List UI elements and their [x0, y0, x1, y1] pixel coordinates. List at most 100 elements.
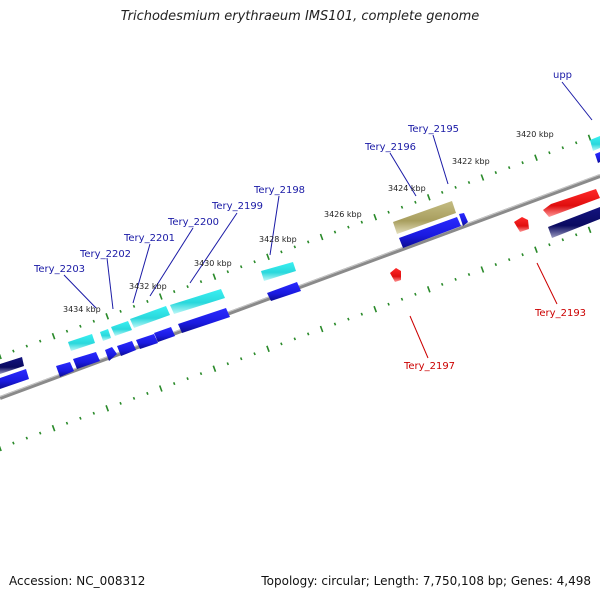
- genome-backbone-highlight: [0, 174, 600, 397]
- bottom-tick: [25, 436, 29, 440]
- gene-tery-2199[interactable]: [170, 289, 225, 314]
- top-tick: [212, 273, 217, 280]
- leader-tery-2202: [106, 257, 114, 310]
- gene-navy-left-a[interactable]: [0, 357, 24, 374]
- top-tick: [239, 265, 243, 269]
- top-tick: [333, 230, 337, 234]
- top-tick: [548, 151, 551, 155]
- gene-blue-8[interactable]: [267, 282, 301, 301]
- top-tick: [0, 353, 2, 360]
- bottom-tick: [507, 258, 511, 262]
- top-tick: [507, 166, 511, 170]
- top-tick: [25, 344, 29, 348]
- bottom-tick: [480, 266, 485, 273]
- gene-blue-4[interactable]: [117, 341, 136, 356]
- label-tery-2197[interactable]: Tery_2197: [403, 361, 455, 372]
- top-tick: [146, 299, 149, 303]
- gene-red-small[interactable]: [514, 217, 529, 232]
- gene-blue-9[interactable]: [399, 217, 461, 248]
- top-tick: [414, 200, 417, 204]
- top-tick: [12, 349, 15, 353]
- bottom-tick: [561, 238, 565, 242]
- gene-blue-3[interactable]: [105, 347, 117, 361]
- top-tick: [186, 285, 189, 289]
- top-tick: [226, 270, 230, 274]
- label-tery-2203[interactable]: Tery_2203: [33, 264, 85, 275]
- label-tery-2199[interactable]: Tery_2199: [211, 201, 263, 212]
- leader-tery-2198: [269, 195, 280, 256]
- gene-blue-2[interactable]: [73, 352, 100, 369]
- top-tick: [119, 309, 122, 313]
- gene-tery-2201[interactable]: [111, 321, 132, 336]
- top-tick: [306, 240, 310, 244]
- leader-tery-2200: [149, 227, 194, 297]
- gene-tery-2193[interactable]: [548, 207, 600, 238]
- bottom-tick: [12, 441, 15, 445]
- gene-blue-11[interactable]: [595, 152, 600, 163]
- gene-tery-2203[interactable]: [68, 334, 95, 351]
- bottom-tick: [253, 352, 256, 356]
- bottom-tick: [105, 405, 110, 412]
- top-tick: [266, 253, 270, 261]
- label-upp[interactable]: upp: [553, 70, 572, 81]
- top-tick: [534, 154, 538, 161]
- label-tery-2193[interactable]: Tery_2193: [534, 308, 586, 319]
- label-tery-2201[interactable]: Tery_2201: [123, 233, 175, 244]
- bottom-tick: [574, 233, 578, 237]
- bottom-tick: [172, 382, 176, 386]
- bottom-tick: [132, 396, 136, 400]
- label-tery-2200[interactable]: Tery_2200: [167, 217, 219, 228]
- gene-blue-10[interactable]: [459, 213, 468, 226]
- top-tick: [574, 141, 578, 145]
- top-tick: [319, 233, 324, 241]
- label-tery-2195[interactable]: Tery_2195: [407, 124, 459, 135]
- gene-tery-2198[interactable]: [261, 262, 296, 281]
- gene-blue-7[interactable]: [178, 308, 230, 333]
- top-tick: [65, 329, 69, 333]
- bottom-tick: [0, 445, 2, 452]
- gene-upp[interactable]: [590, 136, 600, 151]
- tick-label-3430: 3430 kbp: [194, 259, 232, 268]
- bottom-tick: [534, 246, 538, 253]
- gene-tery-2195[interactable]: [393, 201, 456, 234]
- top-tick: [347, 225, 350, 229]
- bottom-tick: [440, 282, 444, 286]
- bottom-tick: [119, 401, 122, 405]
- gene-tery-2197[interactable]: [390, 268, 401, 282]
- bottom-tick: [306, 332, 310, 336]
- leader-tery-2201: [132, 243, 151, 304]
- gene-tery-2202[interactable]: [100, 329, 111, 341]
- tick-marks-top: [0, 134, 592, 360]
- bottom-tick: [548, 243, 551, 247]
- top-tick: [132, 304, 136, 308]
- top-tick: [199, 280, 203, 284]
- bottom-tick: [494, 263, 498, 267]
- label-tery-2202[interactable]: Tery_2202: [79, 249, 131, 260]
- top-tick: [587, 134, 592, 142]
- gene-blue-1[interactable]: [56, 362, 74, 377]
- leader-tery-2193: [536, 262, 558, 305]
- top-tick: [480, 174, 485, 181]
- bottom-tick: [280, 342, 283, 346]
- top-tick: [38, 339, 42, 343]
- bottom-tick: [360, 312, 364, 316]
- gene-navy-left-b[interactable]: [0, 369, 29, 389]
- bottom-tick: [226, 362, 230, 366]
- gene-red-large[interactable]: [543, 189, 600, 217]
- top-tick: [158, 293, 163, 300]
- bottom-tick: [266, 345, 270, 353]
- leader-tery-2195: [432, 134, 449, 185]
- leader-lines: [63, 81, 593, 359]
- top-tick: [454, 185, 457, 189]
- top-tick: [280, 250, 283, 254]
- top-tick: [92, 319, 96, 323]
- top-tick: [172, 290, 176, 294]
- genes-top-inner: [0, 152, 600, 389]
- bottom-tick: [347, 317, 350, 321]
- label-tery-2196[interactable]: Tery_2196: [364, 142, 416, 153]
- gene-blue-6[interactable]: [154, 327, 175, 342]
- tick-label-3432: 3432 kbp: [129, 282, 167, 291]
- gene-blue-5[interactable]: [136, 334, 158, 349]
- label-tery-2198[interactable]: Tery_2198: [253, 185, 305, 196]
- gene-tery-2200[interactable]: [130, 306, 170, 328]
